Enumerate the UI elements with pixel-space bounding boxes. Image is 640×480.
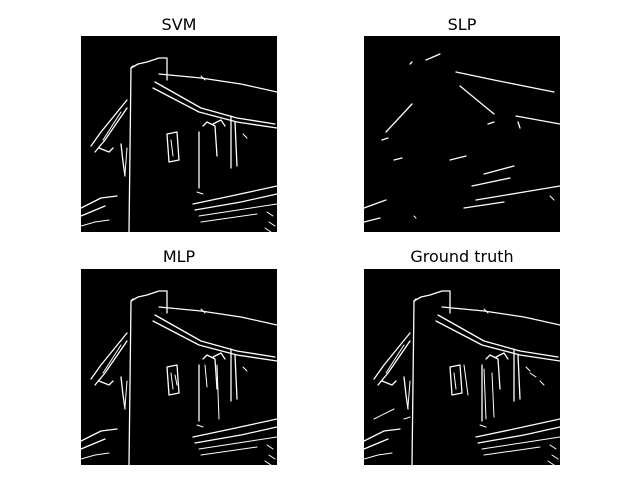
edge-image-slp bbox=[364, 53, 560, 223]
edge-map-slp bbox=[364, 36, 560, 232]
edge-map-svm bbox=[81, 36, 277, 232]
panel-title-mlp: MLP bbox=[162, 247, 196, 266]
edge-image-mlp bbox=[81, 290, 277, 465]
edge-image-svm bbox=[81, 57, 277, 232]
panel-title-svm: SVM bbox=[161, 15, 197, 34]
edge-image-ground-truth bbox=[364, 290, 560, 465]
panel-title-slp: SLP bbox=[447, 15, 477, 34]
edge-map-mlp bbox=[81, 269, 277, 465]
edge-map-ground-truth bbox=[364, 269, 560, 465]
panel-title-ground-truth: Ground truth bbox=[410, 247, 514, 266]
